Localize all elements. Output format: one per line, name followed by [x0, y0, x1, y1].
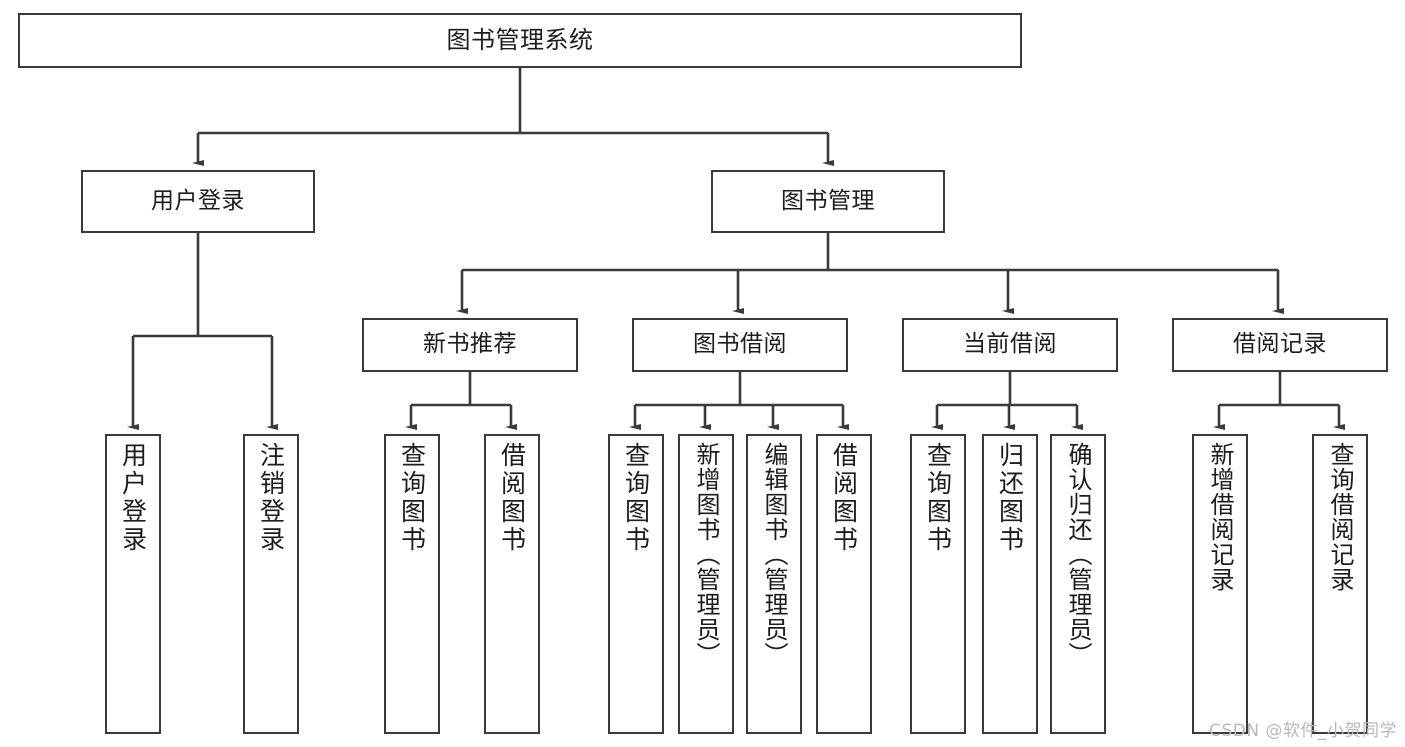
- leaf-logout[interactable]: 注销登录: [243, 434, 299, 734]
- leaf-return-book[interactable]: 归还图书: [982, 434, 1038, 734]
- node-label: 当前借阅: [963, 331, 1057, 358]
- node-label: 确认归还（管理员）: [1064, 442, 1092, 667]
- node-label: 借阅图书: [497, 442, 527, 554]
- node-label: 图书借阅: [693, 331, 787, 358]
- node-label: 新增图书（管理员）: [692, 442, 720, 667]
- node-label: 查询图书: [923, 442, 953, 554]
- leaf-user-login[interactable]: 用户登录: [105, 434, 161, 734]
- node-label: 借阅记录: [1233, 331, 1327, 358]
- node-label: 借阅图书: [829, 442, 859, 554]
- node-user-login[interactable]: 用户登录: [81, 170, 315, 233]
- leaf-query-book-borrow[interactable]: 查询图书: [608, 434, 664, 734]
- node-book-management[interactable]: 图书管理: [711, 170, 945, 233]
- leaf-confirm-return-admin[interactable]: 确认归还（管理员）: [1050, 434, 1106, 734]
- node-label: 查询图书: [397, 442, 427, 554]
- node-label: 新书推荐: [423, 331, 517, 358]
- leaf-edit-book-admin[interactable]: 编辑图书（管理员）: [746, 434, 802, 734]
- node-label: 图书管理: [781, 187, 875, 214]
- node-root-book-management-system[interactable]: 图书管理系统: [18, 13, 1022, 68]
- node-book-borrow[interactable]: 图书借阅: [632, 318, 848, 372]
- leaf-borrow-book-new-recommend[interactable]: 借阅图书: [484, 434, 540, 734]
- node-label: 用户登录: [151, 187, 245, 214]
- node-new-book-recommend[interactable]: 新书推荐: [362, 318, 578, 372]
- leaf-query-borrow-record[interactable]: 查询借阅记录: [1312, 434, 1368, 734]
- node-current-borrow[interactable]: 当前借阅: [902, 318, 1118, 372]
- leaf-query-book-current[interactable]: 查询图书: [910, 434, 966, 734]
- node-label: 归还图书: [995, 442, 1025, 554]
- node-label: 新增借阅记录: [1206, 442, 1234, 592]
- node-borrow-record[interactable]: 借阅记录: [1172, 318, 1388, 372]
- node-label: 查询借阅记录: [1326, 442, 1354, 592]
- leaf-query-book-new-recommend[interactable]: 查询图书: [384, 434, 440, 734]
- node-label: 查询图书: [621, 442, 651, 554]
- leaf-add-borrow-record[interactable]: 新增借阅记录: [1192, 434, 1248, 734]
- node-label: 图书管理系统: [446, 26, 594, 55]
- node-label: 注销登录: [256, 442, 286, 554]
- node-label: 用户登录: [118, 442, 148, 554]
- node-label: 编辑图书（管理员）: [760, 442, 788, 667]
- leaf-add-book-admin[interactable]: 新增图书（管理员）: [678, 434, 734, 734]
- csdn-watermark: CSDN @软件_小贺同学: [1209, 721, 1397, 741]
- leaf-borrow-book[interactable]: 借阅图书: [816, 434, 872, 734]
